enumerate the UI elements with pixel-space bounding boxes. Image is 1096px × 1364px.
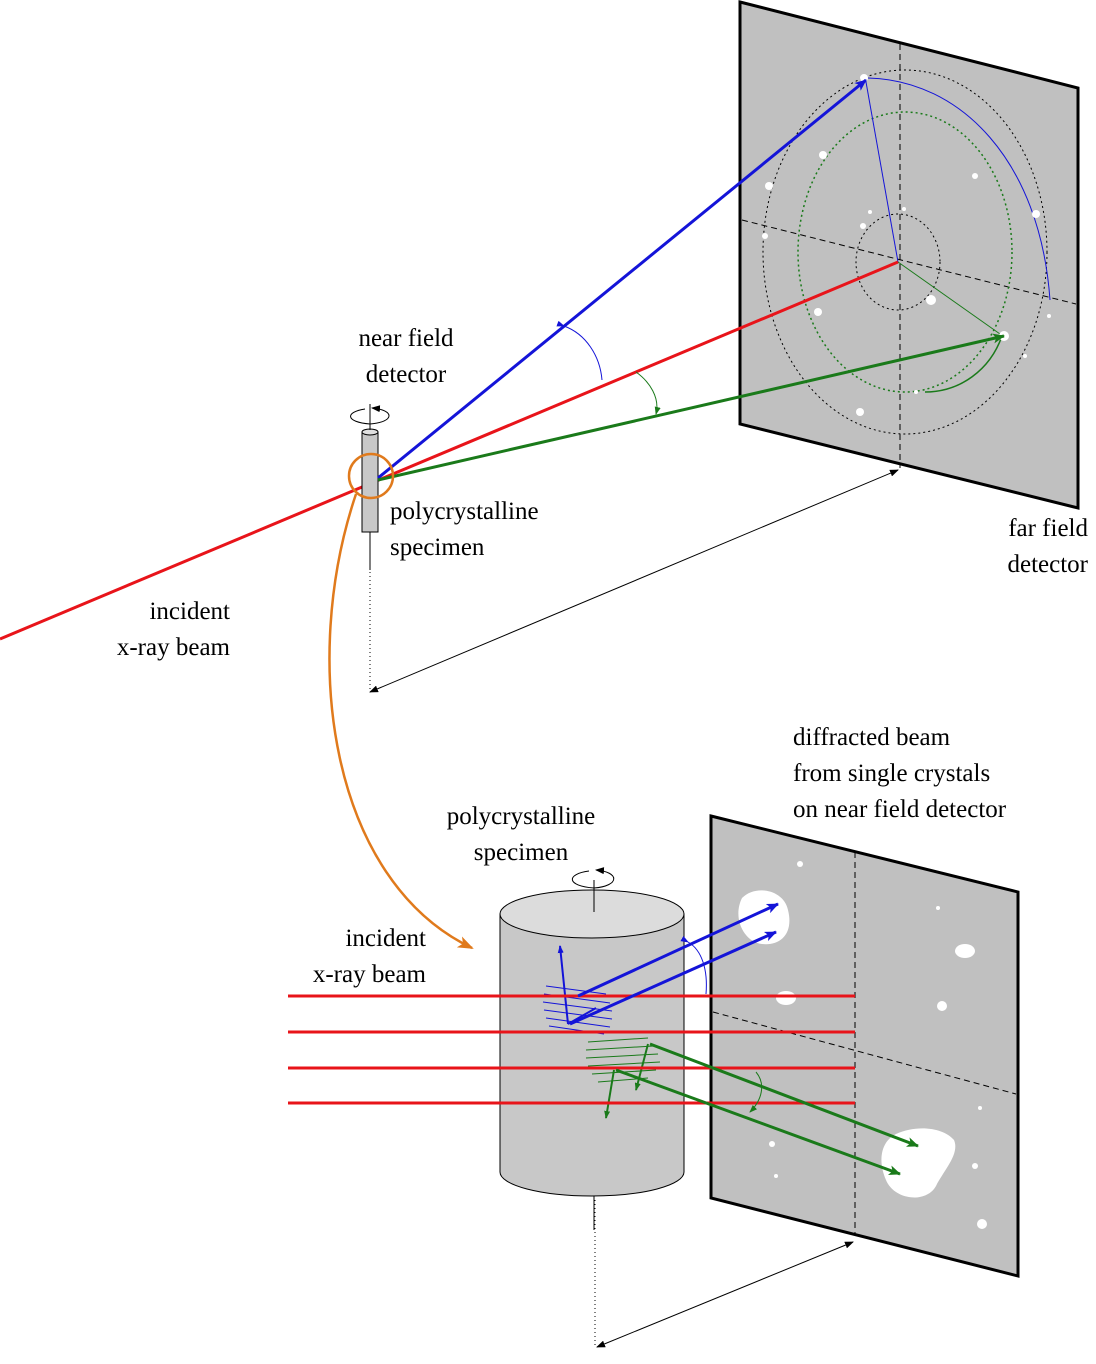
far-field-detector-label: far field detector [1007,515,1088,578]
far-field-spots [762,74,1051,416]
large-specimen-cylinder [499,880,685,1230]
two-theta-arc-blue [556,320,603,381]
near-field-spots [738,861,987,1229]
near-field-distance-indicator [594,1200,854,1348]
incident-beam-label-top: incident x-ray beam [116,598,230,661]
near-field-detector-crosshair [712,852,1017,1236]
rotation-icon-top [350,405,390,425]
bottom-arc-green [749,1071,763,1113]
blue-azimuth-arc [860,74,1051,301]
diffracted-beam-green-bottom-1 [649,1042,919,1148]
diffracted-beam-blue-bottom-1 [577,902,779,998]
zoom-connector [328,493,474,950]
two-theta-arc-green [635,371,661,415]
diffracted-beam-blue-top [377,78,867,480]
incident-beam-label-bottom: incident x-ray beam [312,925,426,988]
small-specimen [361,404,379,570]
specimen-label-top: polycrystalline specimen [390,498,539,561]
green-radial-line [897,261,1001,335]
far-field-detector-plate [738,0,1080,510]
diffracted-beam-blue-bottom-2 [569,930,777,1026]
far-field-detector-crosshair [741,44,1077,468]
bottom-arc-blue [680,935,707,995]
specimen-label-bottom: polycrystalline specimen [446,803,596,866]
near-field-detector-plate [709,814,1020,1278]
green-azimuth-arc [924,335,1003,393]
incident-beams-bottom [288,994,855,1105]
debye-scherrer-rings [762,69,1048,435]
near-field-detector-label: near field detector [358,325,454,388]
blue-radial-line [865,81,899,263]
incident-beam-top [0,260,899,641]
diffracted-beam-green-top [377,333,1005,482]
diffracted-beam-label: diffracted beam from single crystals on … [793,724,1007,823]
diffracted-beam-green-bottom-2 [615,1068,901,1176]
rotation-icon-bottom [571,867,615,889]
zoom-circle [347,452,395,500]
far-field-distance-indicator [369,469,899,693]
